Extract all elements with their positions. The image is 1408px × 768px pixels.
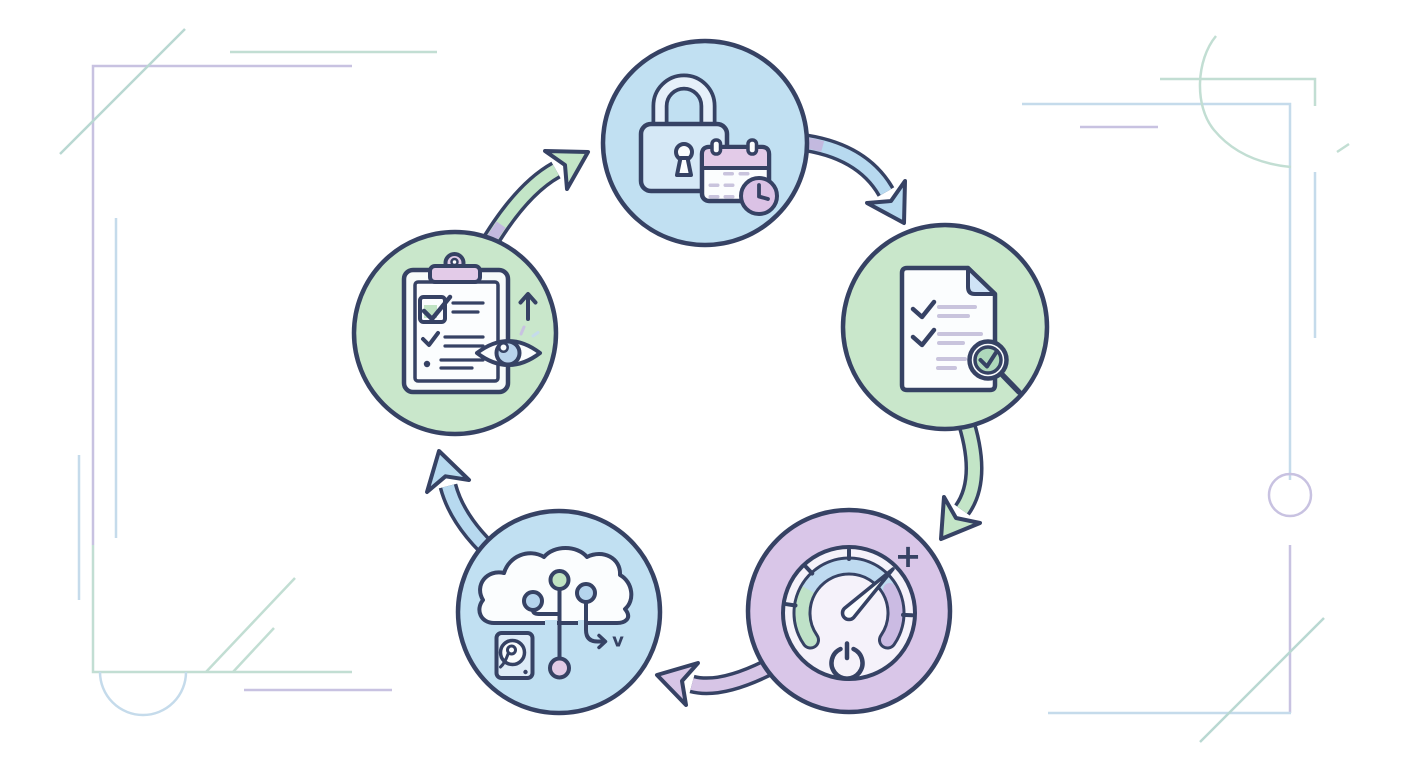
corner-frame-line xyxy=(91,545,352,674)
arrowhead xyxy=(655,661,700,707)
document-fold xyxy=(966,266,997,296)
clip-hole xyxy=(450,257,459,267)
cycle-arrow-bottom-right-to-bottom-left xyxy=(655,655,780,707)
check-mark xyxy=(910,299,937,320)
drive-dot xyxy=(523,669,528,675)
clock-hands xyxy=(757,183,770,201)
diagonal-line xyxy=(205,577,296,673)
cycle-arrow-right-to-bottom-right xyxy=(939,412,984,541)
version-letter: v xyxy=(612,631,624,652)
cycle-arrow-top-to-right xyxy=(798,132,907,225)
arrowhead xyxy=(425,449,471,494)
corner-decoration-bottom-left xyxy=(91,545,392,717)
circle-outline xyxy=(1267,472,1313,518)
cloud-network-drive-icon: v xyxy=(477,546,634,680)
calendar-ring xyxy=(746,138,759,156)
arc-line xyxy=(1198,35,1292,169)
plus-icon: + xyxy=(895,537,922,575)
clipboard-checklist-eye-icon xyxy=(401,252,542,395)
calendar-ring xyxy=(710,138,723,156)
bullet-dot xyxy=(423,360,431,368)
network-node-lavender xyxy=(548,656,571,680)
up-arrow-icon xyxy=(518,292,538,321)
corner-decoration-top-left xyxy=(59,28,437,600)
background-decorations xyxy=(59,28,1350,743)
node-checklist-monitoring xyxy=(351,229,559,437)
eye-highlight xyxy=(498,342,509,353)
arrowhead xyxy=(543,149,590,191)
node-verified-document xyxy=(840,222,1050,432)
corner-decoration-top-right xyxy=(1022,35,1350,480)
node-scheduled-lock xyxy=(600,38,810,248)
power-icon xyxy=(829,646,865,681)
check-mark xyxy=(978,349,999,369)
document-checklist-magnifier-icon xyxy=(899,265,1022,395)
check-mark xyxy=(910,327,937,348)
cycle-arrow-left-to-top xyxy=(476,149,590,255)
gauge-power-icon: + xyxy=(781,537,922,681)
diagonal-line xyxy=(232,627,275,673)
branch-arrowhead xyxy=(597,633,608,650)
node-cloud-version-storage: v xyxy=(455,508,663,716)
semicircle-line xyxy=(98,671,188,717)
check-mark xyxy=(421,331,440,347)
corner-decoration-bottom-right xyxy=(1048,472,1325,743)
arrow-accent-segment xyxy=(799,136,891,195)
drive-hub xyxy=(506,644,517,656)
sparkle xyxy=(519,325,526,336)
diagonal-line xyxy=(59,28,186,155)
calendar-grid-dashes xyxy=(708,172,750,199)
node-performance-gauge: + xyxy=(745,507,953,715)
check-mark xyxy=(421,294,453,322)
arrowhead xyxy=(939,495,982,541)
diagonal-line xyxy=(1199,617,1325,743)
magnifier-handle xyxy=(998,371,1022,395)
arrowhead xyxy=(865,179,907,225)
sparkle xyxy=(531,331,540,338)
gauge-band-purple xyxy=(881,583,903,647)
gauge-band-green xyxy=(795,583,817,647)
tick-line xyxy=(1336,142,1350,154)
lock-calendar-clock-icon xyxy=(638,73,779,216)
corner-frame-line xyxy=(91,64,352,545)
document-text-lines xyxy=(936,305,983,370)
network-node-blue xyxy=(522,590,544,612)
network-node-green xyxy=(548,569,571,591)
network-node-blue xyxy=(575,582,597,604)
corner-frame-line xyxy=(1160,77,1317,106)
gauge-needle xyxy=(840,567,895,622)
clip-band xyxy=(428,264,482,284)
gauge-ticks xyxy=(784,548,914,618)
corner-frame-line xyxy=(1022,102,1292,480)
drive-arm xyxy=(499,652,510,669)
list-lines xyxy=(439,301,485,370)
